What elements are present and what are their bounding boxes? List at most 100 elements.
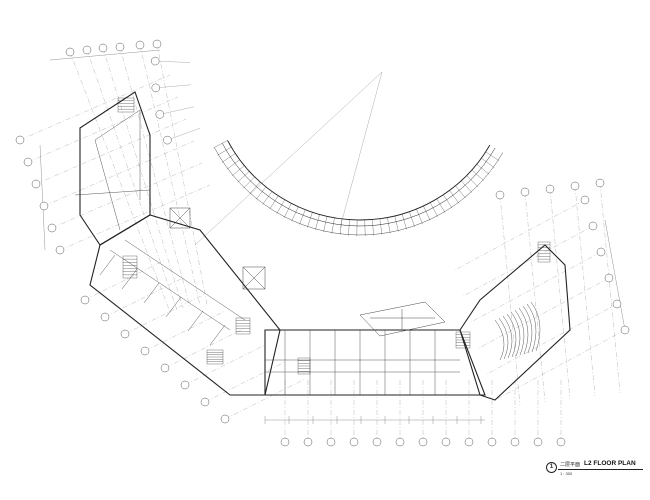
facade-inner [227, 140, 491, 221]
grid-bubble [326, 437, 336, 447]
canopy-fin [331, 217, 335, 234]
grid-bubble [65, 47, 75, 57]
canopy-fin [416, 208, 423, 224]
canopy-fin [436, 198, 446, 213]
drawing-title-block: 1 二层平面 L2 FLOOR PLAN 1 : 300 [546, 460, 646, 480]
sightline [194, 71, 383, 246]
grid-bubbles [15, 39, 630, 447]
grid-bubble [82, 45, 92, 55]
centre-block-wall [264, 329, 486, 396]
partition [165, 296, 182, 318]
canopy-fin [485, 151, 500, 161]
canopy-fin [307, 212, 313, 228]
seating-row [506, 313, 517, 358]
atrium-skylight [359, 301, 446, 337]
radial-line [167, 127, 201, 141]
canopy-fin [449, 190, 460, 204]
grid-bubble [510, 437, 520, 447]
grid-bubble [612, 299, 622, 309]
grid-bubble [80, 295, 90, 305]
canopy-fin [423, 205, 431, 221]
grid-bubble [163, 135, 172, 145]
grid-bubble [160, 363, 170, 373]
grid-bubble [120, 329, 130, 339]
grid-line [454, 199, 586, 271]
grid-bubble [418, 437, 428, 447]
drawing-title-chinese: 二层平面 [560, 462, 581, 468]
canopy-fin [299, 209, 306, 225]
canopy-fin [217, 146, 232, 156]
seating-row [510, 311, 521, 357]
canopy-fin [269, 195, 279, 210]
seating-row [526, 303, 537, 353]
grid-bubble [556, 437, 566, 447]
grid-bubble [31, 179, 41, 189]
stair-core [537, 241, 551, 263]
grid-line [599, 182, 621, 394]
drawing-scale: 1 : 300 [560, 471, 573, 476]
grid-line [524, 191, 546, 403]
canopy-fin [461, 180, 473, 193]
dimension-line [49, 49, 161, 61]
partition [74, 189, 151, 196]
corridor-wall [124, 239, 246, 321]
dimension-line [604, 219, 626, 331]
grid-line [156, 43, 208, 305]
canopy-fin [409, 211, 415, 227]
grid-bubble [23, 157, 33, 167]
grid-bubble [280, 437, 290, 447]
corridor-wall [109, 249, 231, 331]
partition [187, 310, 204, 332]
interior-partitions [74, 109, 541, 395]
grid-bubble [180, 380, 190, 390]
canopy-fin [471, 169, 484, 181]
grid-line [478, 277, 610, 349]
grid-line [43, 140, 195, 207]
canopy-fin [315, 214, 320, 230]
partition [94, 139, 121, 231]
grid-bubble [200, 397, 210, 407]
grid-bubble [349, 437, 359, 447]
canopy-fin [339, 218, 343, 235]
canopy-fin [226, 159, 240, 170]
canopy-fin [372, 219, 374, 236]
drawing-title: L2 FLOOR PLAN [584, 460, 636, 467]
grid-line [144, 310, 226, 352]
grid-bubble [620, 325, 630, 335]
grid-line [486, 303, 618, 375]
grid-lines [19, 43, 626, 442]
grid-bubble [545, 184, 555, 194]
partition [209, 324, 226, 346]
grid-line [51, 162, 203, 229]
grid-line [84, 259, 166, 301]
grid-bubble [152, 39, 162, 49]
canopy-fin [481, 158, 495, 168]
grid-line [204, 361, 286, 403]
grid-line [499, 194, 521, 406]
grid-bubble [303, 437, 313, 447]
seating-row [494, 319, 505, 361]
canopy-fin [283, 203, 292, 218]
partition [143, 282, 160, 304]
canopy-fin [255, 186, 267, 200]
grid-line [124, 293, 206, 335]
canopy-fin [249, 181, 261, 195]
grid-bubble [580, 195, 590, 205]
drawing-number: 1 [546, 462, 557, 473]
grid-bubble [595, 178, 605, 188]
partition [121, 268, 138, 290]
canopy-fin [476, 164, 490, 175]
canopy-fin [394, 215, 399, 232]
grid-line [59, 184, 211, 251]
radial-line [155, 84, 191, 89]
grid-bubble [570, 181, 580, 191]
grid-line [139, 44, 201, 306]
grid-bubble [140, 346, 150, 356]
grid-bubble [596, 247, 606, 257]
east-wing-wall [459, 244, 571, 401]
left-wing-wall [79, 91, 151, 246]
canopy-fin [213, 140, 228, 149]
grid-bubble [604, 273, 614, 283]
grid-line [184, 344, 266, 386]
